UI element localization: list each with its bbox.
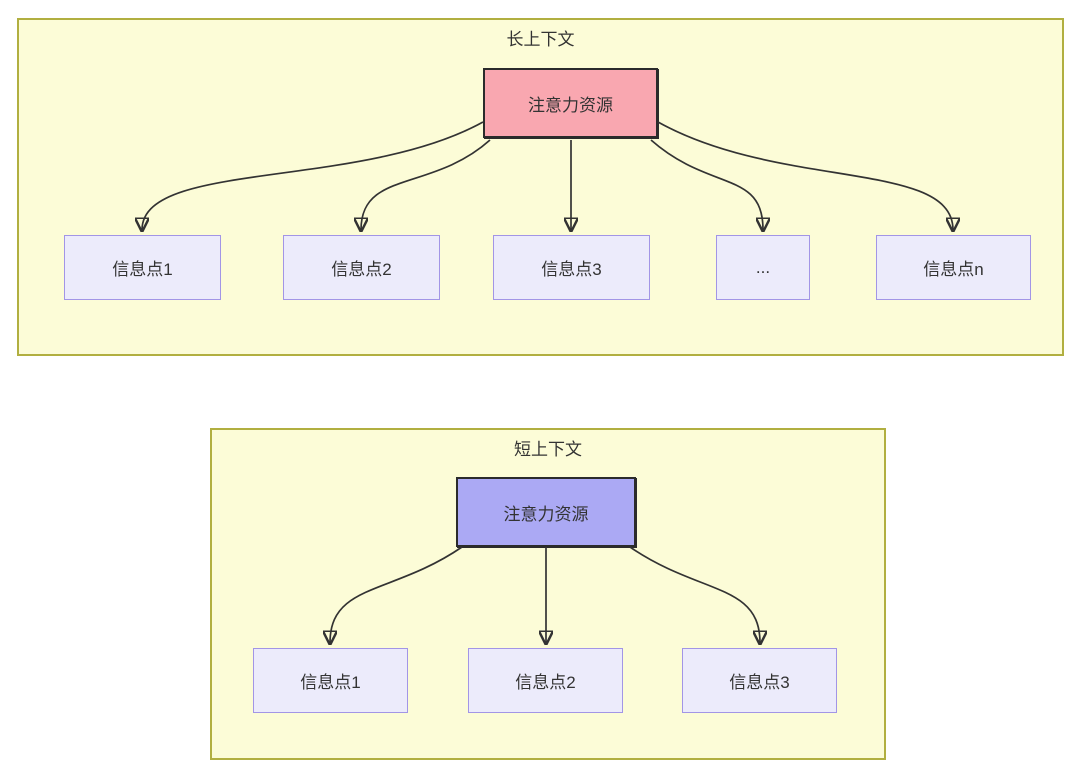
- long-context-title: 长上下文: [506, 30, 575, 49]
- long-info-node-1-label: 信息点1: [112, 260, 173, 279]
- long-context-container: 长上下文 注意力资源 信息点1 信息点2 信息点3 ... 信息点n: [17, 18, 1064, 356]
- long-attention-box: 注意力资源: [483, 68, 658, 138]
- long-info-node-1: 信息点1: [64, 235, 221, 300]
- long-info-node-3: 信息点3: [493, 235, 650, 300]
- long-info-node-3-label: 信息点3: [541, 260, 602, 279]
- long-info-node-ellipsis-label: ...: [755, 257, 771, 277]
- long-info-node-n: 信息点n: [876, 235, 1031, 300]
- short-info-node-3-label: 信息点3: [729, 673, 790, 692]
- short-attention-box: 注意力资源: [456, 477, 636, 547]
- short-info-node-1: 信息点1: [253, 648, 408, 713]
- long-info-node-n-label: 信息点n: [923, 260, 984, 279]
- short-attention-label: 注意力资源: [503, 504, 589, 524]
- long-info-node-2-label: 信息点2: [331, 260, 392, 279]
- short-info-node-3: 信息点3: [682, 648, 837, 713]
- short-info-node-1-label: 信息点1: [300, 673, 361, 692]
- short-context-container: 短上下文 注意力资源 信息点1 信息点2 信息点3: [210, 428, 886, 760]
- short-context-title: 短上下文: [514, 440, 582, 459]
- long-info-node-2: 信息点2: [283, 235, 440, 300]
- long-attention-label: 注意力资源: [528, 95, 613, 115]
- long-info-node-ellipsis: ...: [716, 235, 810, 300]
- short-info-node-2: 信息点2: [468, 648, 623, 713]
- short-info-node-2-label: 信息点2: [515, 673, 576, 692]
